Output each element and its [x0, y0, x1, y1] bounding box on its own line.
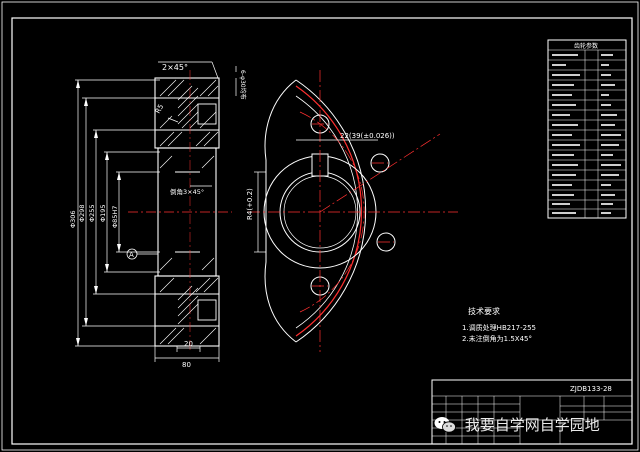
- dia-298-label: Φ298: [78, 204, 86, 222]
- keyway-dim-label: 22(39(±0.026)): [340, 132, 395, 140]
- tech-req-item: 1.调质处理HB217-255: [462, 323, 536, 332]
- title-block: ZJDB133-28: [431, 379, 633, 445]
- dia-306-label: Φ306: [69, 210, 77, 228]
- radius-dim-label: R4(+0.2): [246, 188, 254, 220]
- drawing-number: ZJDB133-28: [570, 385, 612, 393]
- watermark: 我要自学网自学园地: [434, 409, 634, 439]
- parameter-table-title: 齿轮参数: [574, 42, 598, 50]
- dia-bore-label: Φ85H7: [111, 206, 119, 228]
- fillet-label: R5: [154, 103, 166, 115]
- watermark-text: 我要自学网自学园地: [464, 415, 600, 434]
- chamfer-bore-label: 倒角3×45°: [170, 187, 204, 196]
- dia-255-label: Φ255: [88, 204, 96, 222]
- tech-req-item: 2.未注倒角为1.5X45°: [462, 334, 532, 343]
- width-total-label: 80: [182, 361, 191, 369]
- chamfer-top-label: 2×45°: [162, 63, 188, 72]
- wechat-icon: [434, 416, 456, 433]
- section-view: 2×45° 6-φ30均布 R5 倒角3×45° A Φ306 Φ298 Φ25…: [69, 61, 247, 369]
- technical-requirements: 技术要求 1.调质处理HB217-255 2.未注倒角为1.5X45°: [462, 306, 536, 343]
- tech-req-heading: 技术要求: [468, 306, 500, 316]
- datum-label: A: [129, 251, 134, 259]
- width-hub-label: 20: [184, 340, 193, 348]
- parameter-table: 齿轮参数: [547, 39, 627, 219]
- hole-note-label: 6-φ30均布: [239, 70, 247, 100]
- front-view: 22(39(±0.026)) R4(+0.2): [246, 70, 458, 352]
- dia-195-label: Φ195: [99, 204, 107, 222]
